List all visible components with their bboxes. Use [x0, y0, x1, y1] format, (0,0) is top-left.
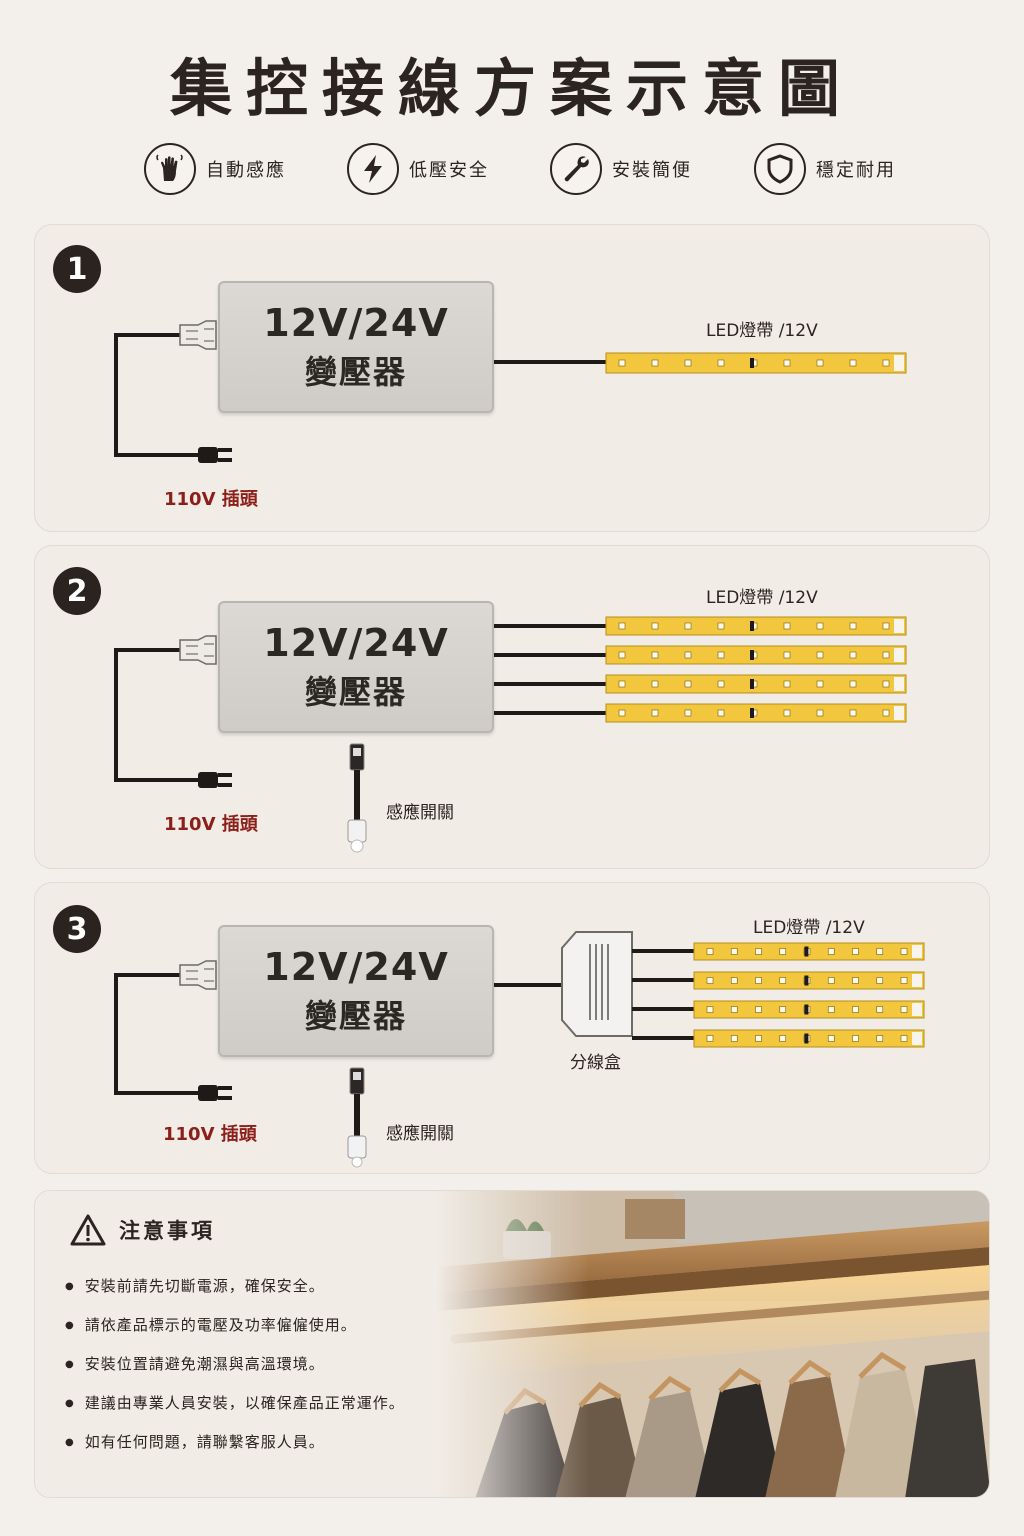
warning-icon	[70, 1214, 106, 1246]
notes-title: 注意事項	[119, 1219, 215, 1243]
transformer-box: 12V/24V 變壓器	[218, 925, 494, 1057]
splitter-output-wires	[632, 949, 694, 1040]
power-cord	[114, 973, 200, 1095]
plug-icon	[198, 1085, 232, 1101]
note-item: 安裝位置請避免潮濕與高溫環境。	[65, 1353, 325, 1374]
feature-label: 安裝簡便	[612, 160, 692, 181]
output-wires	[494, 624, 606, 715]
transformer-name: 變壓器	[304, 997, 407, 1035]
sensor-switch-label: 感應開關	[386, 803, 454, 823]
led-strip	[605, 645, 907, 665]
transformer-voltage: 12V/24V	[263, 301, 449, 345]
plug-icon	[198, 772, 232, 788]
led-strip	[693, 971, 925, 990]
diagram-panel-3	[34, 882, 990, 1174]
power-connector	[179, 320, 217, 350]
feature-low-voltage: 低壓安全	[347, 142, 489, 196]
note-item: 請依產品標示的電壓及功率僱僱使用。	[65, 1314, 357, 1335]
power-cord	[114, 648, 200, 782]
page-title: 集控接線方案示意圖	[169, 52, 854, 125]
transformer-box: 12V/24V 變壓器	[218, 601, 494, 733]
sensor-switch-icon	[347, 1067, 367, 1168]
hand-sensor-icon	[144, 143, 196, 195]
feature-row: 自動感應 低壓安全 安裝簡便 穩定耐用	[0, 142, 1024, 196]
step-number-2: 2	[53, 567, 101, 615]
note-item: 安裝前請先切斷電源，確保安全。	[65, 1275, 325, 1296]
step-number-3: 3	[53, 905, 101, 953]
led-strip	[693, 1000, 925, 1019]
notes-header: 注意事項	[69, 1213, 215, 1247]
feature-label: 自動感應	[206, 160, 286, 181]
plug-label: 110V 插頭	[163, 1124, 257, 1145]
led-strip	[605, 352, 907, 374]
power-cord	[114, 333, 200, 457]
transformer-name: 變壓器	[304, 673, 407, 711]
wrench-icon	[550, 143, 602, 195]
notes-section: 注意事項 安裝前請先切斷電源，確保安全。 請依產品標示的電壓及功率僱僱使用。 安…	[34, 1190, 990, 1498]
feature-auto-sensor: 自動感應	[144, 142, 286, 196]
power-connector	[179, 960, 217, 990]
led-strip	[693, 942, 925, 961]
feature-label: 穩定耐用	[816, 160, 896, 181]
led-strips	[605, 352, 925, 1048]
step-number-1: 1	[53, 245, 101, 293]
lightning-icon	[347, 143, 399, 195]
splitter-box-icon	[561, 931, 633, 1037]
note-item: 如有任何問題，請聯繫客服人員。	[65, 1431, 325, 1452]
plug-label: 110V 插頭	[164, 489, 258, 510]
feature-easy-install: 安裝簡便	[550, 142, 692, 196]
led-strip	[605, 616, 907, 636]
transformer-voltage: 12V/24V	[263, 945, 449, 989]
transformer-voltage: 12V/24V	[263, 621, 449, 665]
led-strip	[605, 703, 907, 723]
led-strip	[693, 1029, 925, 1048]
transformer-box: 12V/24V 變壓器	[218, 281, 494, 413]
splitter-box-label: 分線盒	[570, 1053, 621, 1073]
shield-icon	[754, 143, 806, 195]
led-strip-label: LED燈帶 /12V	[706, 588, 818, 608]
led-strip	[605, 674, 907, 694]
plug-label: 110V 插頭	[164, 814, 258, 835]
transformer-name: 變壓器	[304, 353, 407, 391]
led-strip-label: LED燈帶 /12V	[753, 918, 865, 938]
power-connector	[179, 635, 217, 665]
diagram-panel-1	[34, 224, 990, 532]
sensor-switch-label: 感應開關	[386, 1124, 454, 1144]
sensor-switch-icon	[347, 743, 367, 853]
feature-label: 低壓安全	[409, 160, 489, 181]
led-strip-label: LED燈帶 /12V	[706, 321, 818, 341]
feature-durable: 穩定耐用	[754, 142, 896, 196]
plug-icon	[198, 447, 232, 463]
note-item: 建議由專業人員安裝，以確保產品正常運作。	[65, 1392, 405, 1413]
